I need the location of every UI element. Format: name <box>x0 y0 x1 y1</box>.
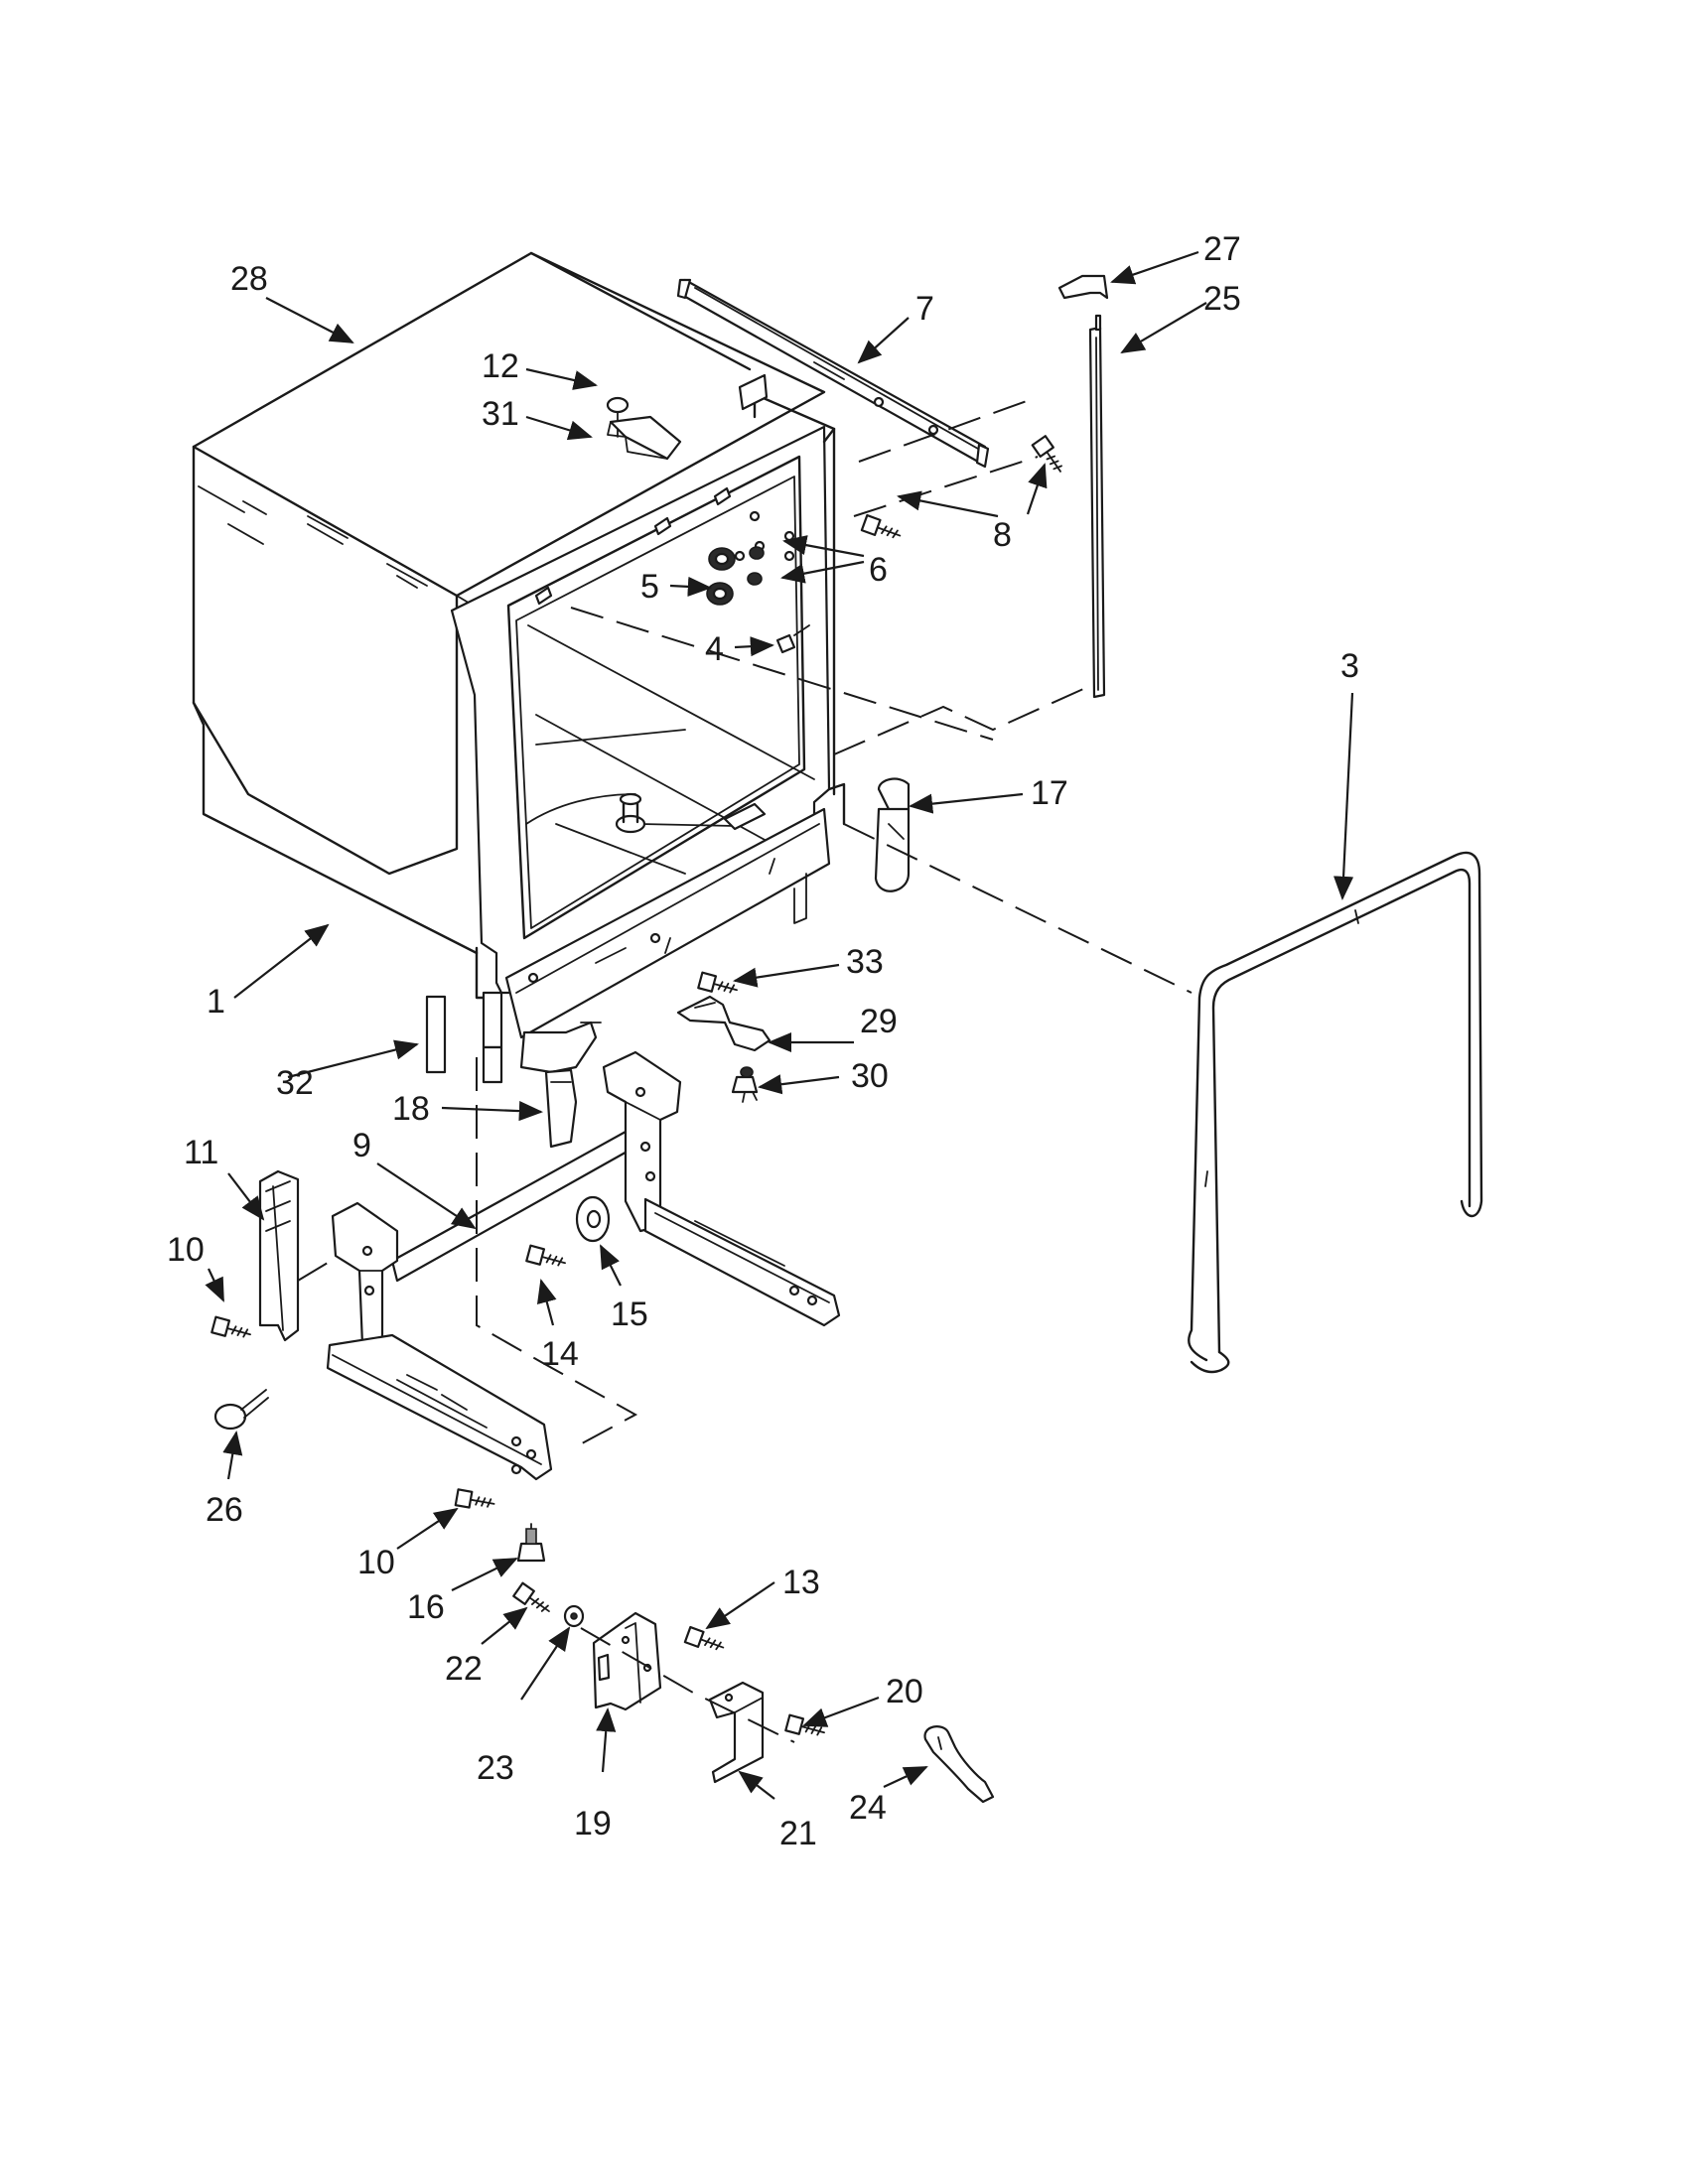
callout-labels: 28 12 31 7 8 27 25 6 5 4 3 17 1 33 29 30… <box>167 230 1359 1852</box>
part-3-door-gasket <box>1188 851 1483 1374</box>
callout-29: 29 <box>860 1003 898 1040</box>
callout-9: 9 <box>352 1127 371 1164</box>
part-28-tub-shell <box>192 251 826 955</box>
callout-4: 4 <box>705 630 724 668</box>
callout-11: 11 <box>184 1134 218 1171</box>
part-14-screw <box>525 1244 566 1267</box>
callout-15: 15 <box>611 1296 648 1333</box>
part-30-switch <box>731 1066 759 1103</box>
callout-33: 33 <box>846 943 884 981</box>
part-26-leveling-foot <box>213 1389 269 1431</box>
callout-27: 27 <box>1203 230 1241 268</box>
part-29-bracket <box>676 995 772 1052</box>
callout-32: 32 <box>276 1064 314 1102</box>
part-15-washer <box>575 1195 611 1243</box>
part-4-plug <box>775 624 810 654</box>
part-11-bracket <box>258 1169 300 1342</box>
part-33-screw <box>697 971 738 994</box>
callout-17: 17 <box>1031 774 1068 812</box>
leader-arrows <box>205 250 1354 1800</box>
part-20-screw <box>784 1713 825 1736</box>
callout-23: 23 <box>477 1749 514 1787</box>
part-23-washer <box>563 1604 585 1628</box>
callout-8: 8 <box>993 516 1012 554</box>
callout-10-lower: 10 <box>357 1544 395 1581</box>
part-6-gaskets <box>747 546 765 586</box>
assembly-dashed-lines <box>297 396 1193 1743</box>
part-27-trim-cap <box>1057 274 1109 300</box>
part-8-screws <box>860 435 1062 539</box>
part-25-side-trim <box>1088 314 1106 699</box>
callout-25: 25 <box>1203 280 1241 318</box>
part-16-leveling-leg <box>516 1523 546 1563</box>
callout-3: 3 <box>1340 647 1359 685</box>
callout-10-upper: 10 <box>167 1231 205 1269</box>
part-24-wire-clip <box>923 1725 995 1804</box>
callout-12: 12 <box>482 347 519 385</box>
callout-7: 7 <box>915 290 934 328</box>
part-7-top-rail <box>676 278 990 469</box>
part-21-bracket <box>708 1681 765 1784</box>
callout-6: 6 <box>869 551 888 589</box>
part-22-screw <box>512 1581 550 1612</box>
callout-19: 19 <box>574 1805 612 1843</box>
part-32-pad <box>425 995 447 1074</box>
part-31-bracket <box>607 415 682 461</box>
callout-13: 13 <box>782 1564 820 1601</box>
callout-1: 1 <box>207 983 225 1021</box>
callout-26: 26 <box>206 1491 243 1529</box>
callout-22: 22 <box>445 1650 483 1688</box>
part-19-bracket <box>592 1611 662 1711</box>
part-17-bracket <box>874 777 911 892</box>
part-18-bracket <box>519 1021 602 1149</box>
callout-14: 14 <box>541 1335 579 1373</box>
callout-20: 20 <box>886 1673 923 1710</box>
callout-21: 21 <box>779 1815 817 1852</box>
callout-30: 30 <box>851 1057 889 1095</box>
part-13-screw <box>683 1625 725 1651</box>
callout-28: 28 <box>230 260 268 298</box>
tub-front-frame <box>450 373 846 1084</box>
callout-5: 5 <box>640 568 659 606</box>
part-10-screws <box>210 1315 495 1509</box>
callout-16: 16 <box>407 1588 445 1626</box>
part-5-inlet-fitting <box>706 547 736 606</box>
callout-31: 31 <box>482 395 519 433</box>
callout-24: 24 <box>849 1789 887 1827</box>
callout-18: 18 <box>392 1090 430 1128</box>
part-9-base-frame <box>326 1050 841 1481</box>
